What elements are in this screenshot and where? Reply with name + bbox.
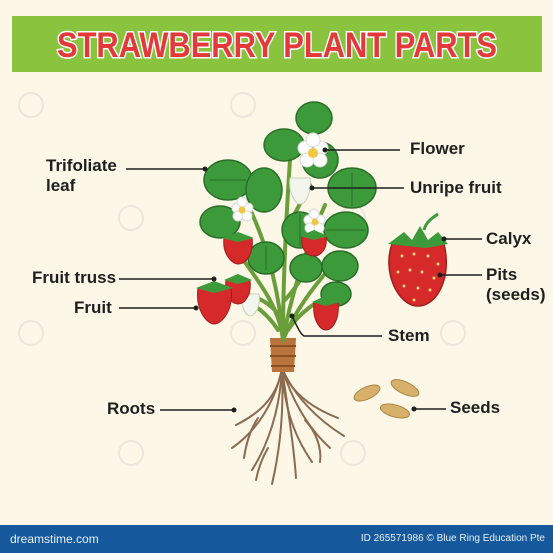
plant-illustration xyxy=(0,0,553,525)
label-unripe-fruit: Unripe fruit xyxy=(410,178,502,198)
label-seeds: Seeds xyxy=(450,398,500,418)
footer-bar: dreamstime.com ID 265571986 © Blue Ring … xyxy=(0,525,553,553)
label-fruit-truss: Fruit truss xyxy=(32,268,116,288)
fruit-right xyxy=(314,302,339,330)
label-roots: Roots xyxy=(107,399,155,419)
label-pits-seeds: Pits (seeds) xyxy=(486,265,546,305)
footer-brand: dreamstime.com xyxy=(10,532,99,546)
label-flower: Flower xyxy=(410,139,465,159)
label-stem: Stem xyxy=(388,326,430,346)
crown-illustration xyxy=(270,338,296,372)
label-calyx: Calyx xyxy=(486,229,531,249)
label-trifoliate-leaf: Trifoliate leaf xyxy=(46,156,117,196)
large-strawberry-illustration xyxy=(388,214,448,306)
fruit-main xyxy=(198,288,232,324)
footer-image-id: ID 265571986 © Blue Ring Education Pte xyxy=(361,533,545,544)
seeds-illustration xyxy=(352,376,421,420)
roots-illustration xyxy=(232,368,344,484)
label-fruit: Fruit xyxy=(74,298,112,318)
